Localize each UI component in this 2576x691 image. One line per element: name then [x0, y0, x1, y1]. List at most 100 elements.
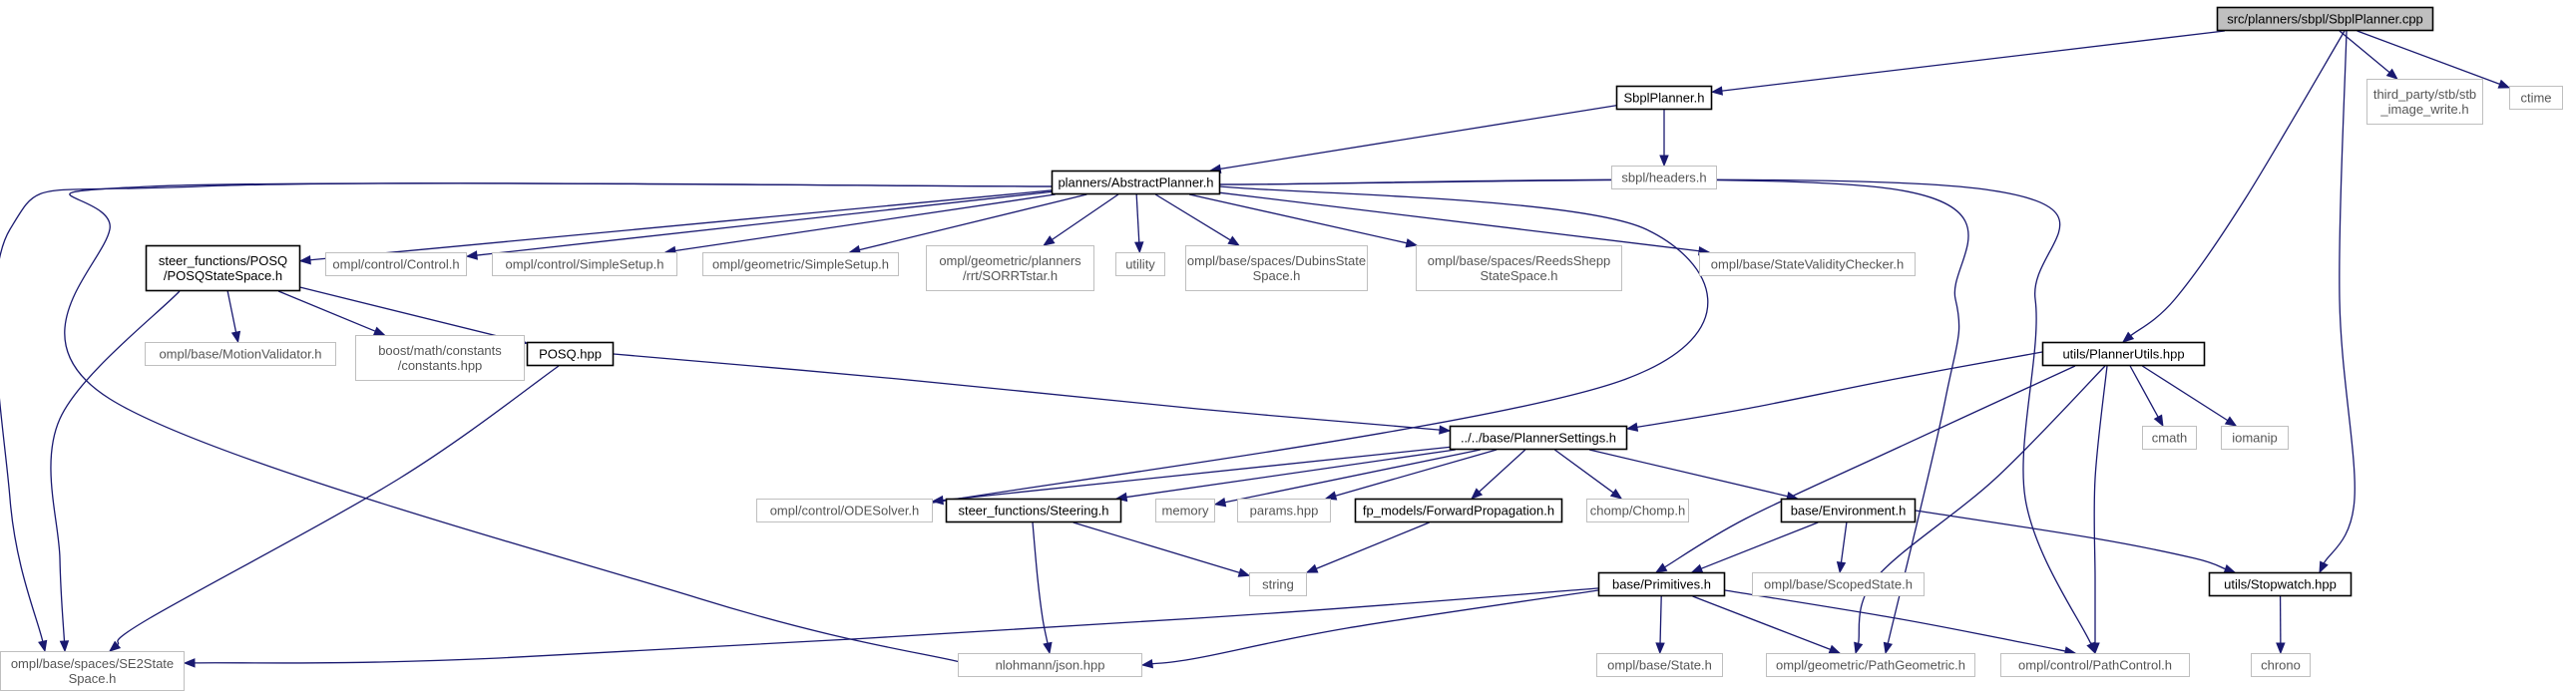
edge-line [299, 286, 518, 342]
node-environment[interactable]: base/Environment.h [1780, 498, 1917, 523]
node-label: chrono [2261, 658, 2301, 673]
edge-line [907, 185, 1709, 508]
edge-settings-to-environment [1588, 449, 1799, 502]
edge-line [1724, 589, 2066, 652]
arrowhead-icon [1213, 498, 1227, 508]
node-cmath: cmath [2142, 426, 2197, 450]
edge-steering-to-string [1073, 521, 1251, 577]
arrowhead-icon [1439, 425, 1452, 435]
node-boost: boost/math/constants/constants.hpp [355, 335, 525, 381]
node-label: string [1262, 577, 1294, 592]
arrowhead-icon [2223, 564, 2237, 574]
node-box [702, 252, 899, 276]
arrowhead-icon [1828, 644, 1842, 654]
node-label: ompl/base/spaces/ReedsShepp [1428, 253, 1611, 268]
node-ctrl-setup: ompl/control/SimpleSetup.h [492, 252, 677, 276]
arrowhead-icon [1227, 235, 1240, 246]
node-box [1597, 571, 1726, 597]
node-posq-ss[interactable]: steer_functions/POSQ/POSQStateSpace.h [145, 244, 301, 292]
node-label: Space.h [1253, 268, 1301, 283]
node-settings[interactable]: ../../base/PlannerSettings.h [1449, 425, 1628, 451]
arrowhead-icon [2319, 560, 2329, 574]
node-box [1780, 498, 1917, 523]
node-label: ompl/geometric/SimpleSetup.h [712, 257, 889, 272]
node-box [355, 335, 525, 381]
arrowhead-icon [38, 639, 48, 653]
node-label: nlohmann/json.hpp [996, 658, 1105, 673]
node-label: cmath [2152, 431, 2187, 446]
edge-abstract-to-reeds [1188, 193, 1419, 248]
arrowhead-icon [1305, 563, 1319, 573]
edge-settings-to-params [1324, 449, 1498, 501]
edge-settings-to-chomp [1553, 449, 1623, 500]
edge-line [1188, 193, 1408, 244]
node-box [1416, 245, 1622, 291]
nodes-layer: src/planners/sbpl/SbplPlanner.cppSbplPla… [0, 6, 2563, 691]
node-label: StateSpace.h [1480, 268, 1557, 283]
node-label: iomanip [2232, 431, 2278, 446]
node-label: chomp/Chomp.h [1590, 504, 1685, 518]
node-stopwatch[interactable]: utils/Stopwatch.hpp [2208, 571, 2353, 597]
node-motion: ompl/base/MotionValidator.h [145, 342, 336, 366]
node-box [1611, 166, 1717, 189]
node-label: Space.h [69, 671, 117, 686]
node-geo-setup: ompl/geometric/SimpleSetup.h [702, 252, 899, 276]
node-abstract[interactable]: planners/AbstractPlanner.h [1051, 170, 1221, 195]
node-label: POSQ.hpp [539, 347, 602, 362]
node-utility: utility [1115, 252, 1165, 276]
node-label: ompl/control/SimpleSetup.h [506, 257, 664, 272]
node-box [1354, 498, 1563, 523]
node-putils[interactable]: utils/PlannerUtils.hpp [2041, 341, 2206, 367]
node-label: ompl/geometric/PathGeometric.h [1776, 658, 1965, 673]
arrowhead-icon [1690, 563, 1704, 573]
node-box [1185, 245, 1368, 291]
edge-line [859, 193, 1087, 251]
edge-line [2339, 30, 2390, 74]
node-label: third_party/stb/stb [2373, 87, 2476, 102]
node-json: nlohmann/json.hpp [958, 653, 1142, 677]
arrowhead-icon [1710, 86, 1723, 96]
node-box [1752, 572, 1925, 596]
edge-environment-to-stopwatch [1915, 510, 2237, 574]
edge-line [1659, 595, 1662, 644]
arrowhead-icon [2090, 642, 2100, 655]
edge-line [2357, 30, 2500, 86]
arrowhead-icon [1655, 642, 1665, 655]
node-label: memory [1162, 504, 1209, 518]
edge-primitives-to-state [1655, 595, 1665, 655]
node-sbpl-cpp[interactable]: src/planners/sbpl/SbplPlanner.cpp [2216, 6, 2434, 32]
arrowhead-icon [1883, 641, 1894, 655]
node-box [1699, 252, 1916, 276]
node-posq[interactable]: POSQ.hpp [526, 341, 615, 367]
node-box [325, 252, 467, 276]
node-label: utils/PlannerUtils.hpp [2062, 347, 2184, 362]
node-label: fp_models/ForwardPropagation.h [1363, 504, 1554, 518]
edge-line [1692, 595, 1831, 651]
arrowhead-icon [1609, 488, 1623, 500]
arrowhead-icon [1324, 491, 1338, 501]
edge-line [1915, 510, 2226, 570]
arrowhead-icon [1471, 488, 1484, 500]
edge-sbpl_h-to-abstract [1208, 105, 1617, 174]
node-box [2000, 653, 2190, 677]
edges-layer [0, 30, 2511, 669]
node-label: ompl/control/ODESolver.h [770, 504, 920, 518]
node-box [1766, 653, 1975, 677]
node-fwdprop[interactable]: fp_models/ForwardPropagation.h [1354, 498, 1563, 523]
edge-line [2130, 30, 2346, 337]
arrowhead-icon [2153, 414, 2164, 428]
edge-line [1151, 589, 1599, 665]
node-steering[interactable]: steer_functions/Steering.h [945, 498, 1122, 523]
edge-line [309, 189, 1053, 261]
edge-line [1154, 193, 1231, 241]
arrowhead-icon [372, 326, 386, 336]
node-sbpl-headers: sbpl/headers.h [1611, 166, 1717, 189]
node-box [1237, 499, 1331, 522]
edge-line [1316, 521, 1430, 569]
node-sbpl-h[interactable]: SbplPlanner.h [1615, 85, 1713, 111]
edge-line [1052, 193, 1119, 240]
node-label: ompl/base/MotionValidator.h [159, 347, 321, 362]
arrowhead-icon [2121, 331, 2135, 343]
node-primitives[interactable]: base/Primitives.h [1597, 571, 1726, 597]
arrowhead-icon [465, 250, 478, 260]
